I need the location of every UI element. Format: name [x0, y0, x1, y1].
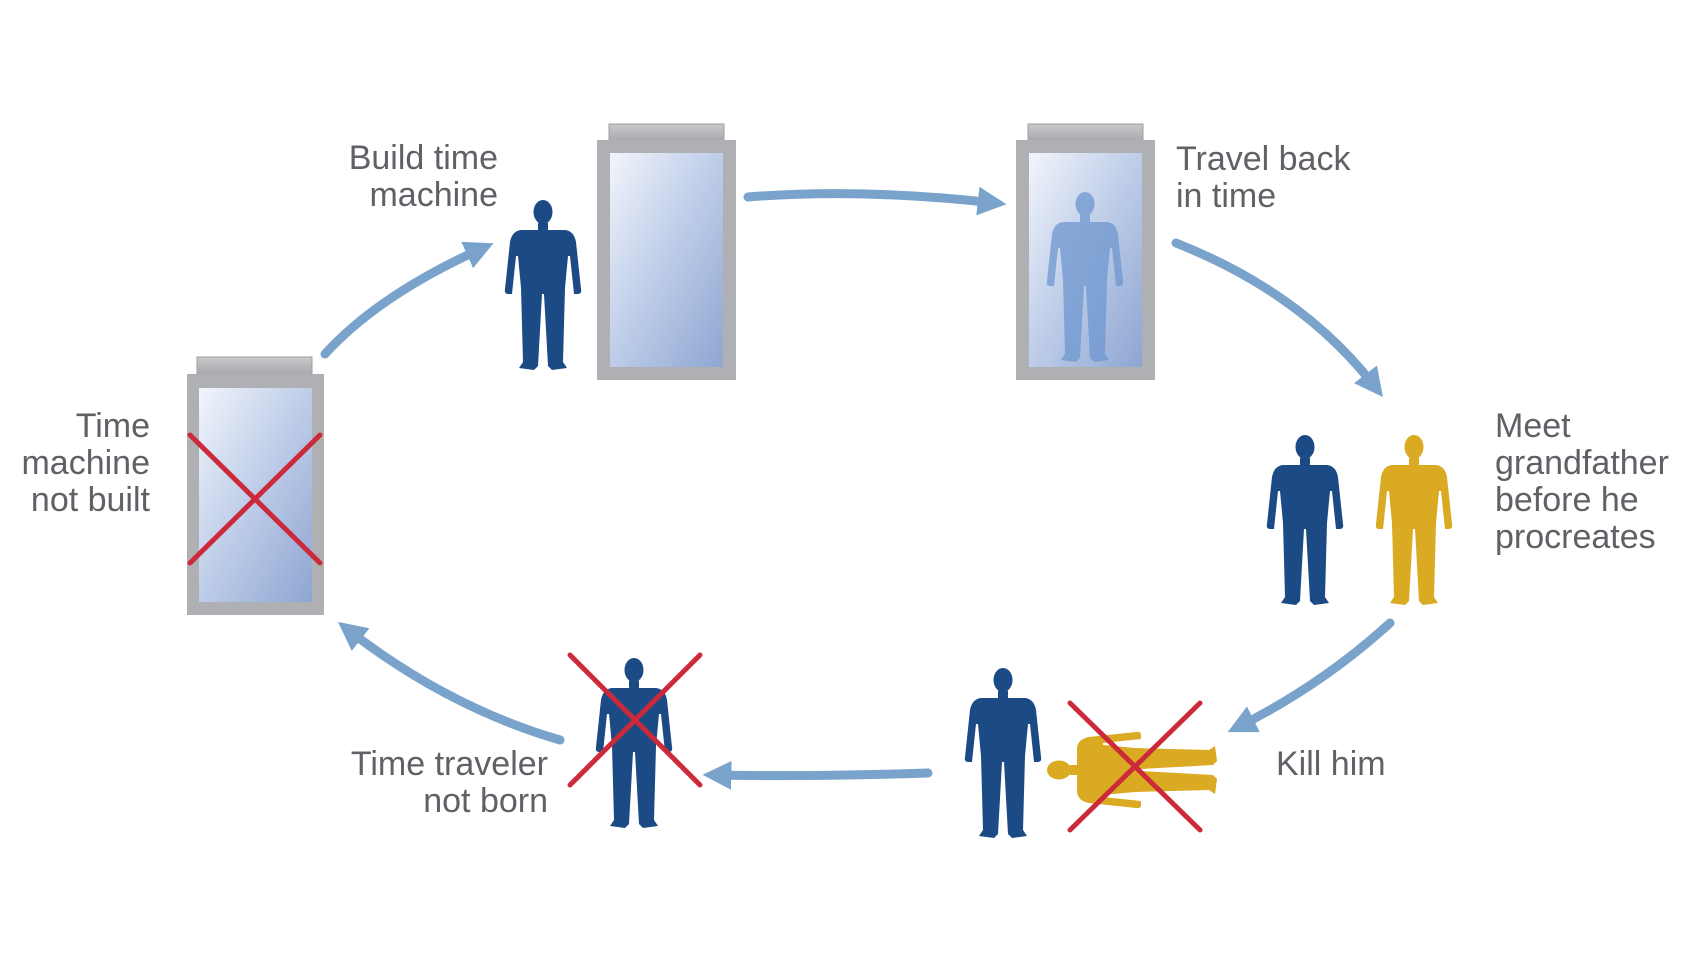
arrow-kill-to-notborn: [702, 760, 933, 790]
time-machine-icon: [187, 356, 324, 615]
arrow-meet-to-kill: [1227, 618, 1395, 733]
arrow-travel-to-meet: [1171, 238, 1384, 398]
cross-out-icon: [1067, 700, 1203, 833]
time-machine-icon: [597, 123, 736, 380]
person-icon: [1375, 435, 1453, 605]
person-icon: [504, 200, 582, 370]
cross-out-icon: [187, 432, 323, 566]
cross-out-icon: [567, 652, 703, 788]
time-machine-icon: [1016, 123, 1155, 380]
arrow-notbuilt-to-build: [320, 241, 494, 359]
arrow-notborn-to-notbuilt: [337, 621, 565, 745]
arrow-build-to-travel: [743, 186, 1007, 216]
label-kill-him: Kill him: [1276, 745, 1386, 783]
person-icon: [1266, 435, 1344, 605]
person-icon: [964, 668, 1042, 838]
